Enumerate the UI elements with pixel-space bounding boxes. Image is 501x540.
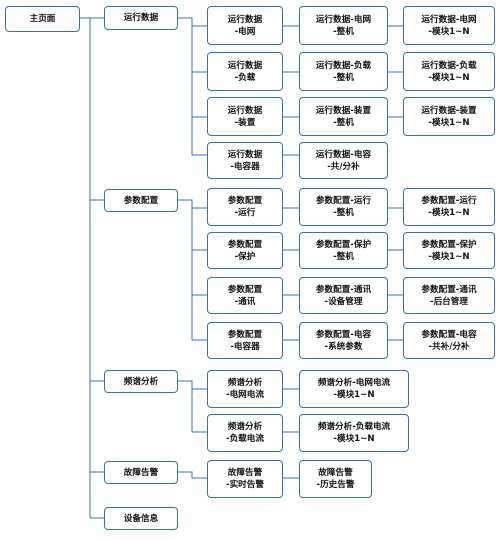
node-alarm-history: 故障告警 -历史告警 — [299, 460, 372, 498]
node-run-device-whole: 运行数据-装置 -整机 — [299, 97, 388, 136]
node-label: 参数配置-电容 -共补/分补 — [421, 329, 477, 352]
node-run-data-capacitor: 运行数据 -电容器 — [207, 142, 283, 179]
node-alarm-realtime: 故障告警 -实时告警 — [207, 460, 283, 498]
node-spectrum-grid-current: 频谱分析 -电网电流 — [207, 370, 283, 408]
node-label: 参数配置 — [123, 195, 159, 206]
node-param-run-module: 参数配置-运行 -模块1~N — [403, 188, 495, 226]
node-fault-alarm: 故障告警 — [104, 461, 178, 484]
node-run-data: 运行数据 — [104, 6, 178, 30]
node-label: 参数配置-运行 -整机 — [315, 196, 372, 218]
node-label: 参数配置-保护 -整机 — [315, 239, 372, 262]
node-param-protect: 参数配置 -保护 — [207, 232, 283, 269]
node-spectrum-load-module: 频谱分析-负载电流 -模块1~N — [299, 414, 409, 452]
node-label: 参数配置 -电容器 — [227, 329, 263, 352]
node-run-grid-whole: 运行数据-电网 -整机 — [299, 6, 388, 45]
node-label: 参数配置 -运行 — [227, 196, 263, 218]
node-run-data-device: 运行数据 -装置 — [207, 97, 283, 136]
node-label: 频谱分析 — [123, 376, 159, 387]
node-label: 运行数据-装置 -整机 — [315, 105, 372, 128]
node-param-capacitor: 参数配置 -电容器 — [207, 322, 283, 359]
node-label: 运行数据-电网 -整机 — [315, 14, 372, 37]
node-param-capacitor-system: 参数配置-电容 -系统参数 — [299, 322, 388, 359]
node-run-grid-module: 运行数据-电网 -模块1~N — [403, 6, 495, 45]
node-label: 参数配置 -保护 — [227, 239, 263, 262]
node-main-page: 主页面 — [5, 6, 80, 32]
node-label: 运行数据 -装置 — [227, 105, 263, 128]
node-label: 运行数据-负载 -整机 — [315, 60, 372, 83]
node-label: 运行数据-装置 -模块1~N — [421, 105, 477, 128]
node-run-load-whole: 运行数据-负载 -整机 — [299, 52, 388, 91]
node-label: 频谱分析 -负载电流 — [226, 422, 264, 444]
node-run-data-load: 运行数据 -负载 — [207, 52, 283, 91]
node-label: 运行数据 -负载 — [227, 60, 263, 83]
node-label: 参数配置-保护 -模块1~N — [421, 239, 477, 262]
node-label: 参数配置 -通讯 — [227, 284, 263, 307]
node-param-comm-device: 参数配置-通讯 -设备管理 — [299, 277, 388, 314]
node-label: 运行数据-电网 -模块1~N — [421, 14, 477, 37]
node-label: 参数配置-通讯 -后台管理 — [421, 284, 477, 307]
node-label: 故障告警 — [123, 467, 159, 478]
node-run-load-module: 运行数据-负载 -模块1~N — [403, 52, 495, 91]
node-param-protect-module: 参数配置-保护 -模块1~N — [403, 232, 495, 269]
node-label: 主页面 — [29, 14, 56, 24]
node-run-capacitor-comp: 运行数据-电容 -共/分补 — [299, 142, 388, 179]
node-param-protect-whole: 参数配置-保护 -整机 — [299, 232, 388, 269]
node-param-comm: 参数配置 -通讯 — [207, 277, 283, 314]
node-label: 设备信息 — [123, 513, 159, 524]
node-label: 参数配置-通讯 -设备管理 — [315, 284, 372, 307]
node-label: 频谱分析 -电网电流 — [226, 378, 264, 400]
node-param-capacitor-comp: 参数配置-电容 -共补/分补 — [403, 322, 495, 359]
node-label: 运行数据 -电容器 — [227, 149, 263, 172]
node-label: 参数配置-电容 -系统参数 — [315, 329, 372, 352]
node-spectrum-analysis: 频谱分析 — [104, 370, 178, 393]
node-param-run-whole: 参数配置-运行 -整机 — [299, 188, 388, 226]
node-param-config: 参数配置 — [104, 189, 178, 212]
node-device-info: 设备信息 — [104, 507, 178, 530]
node-label: 故障告警 -历史告警 — [316, 468, 355, 490]
node-label: 运行数据 — [123, 13, 159, 23]
node-spectrum-grid-module: 频谱分析-电网电流 -模块1~N — [299, 370, 409, 408]
node-label: 运行数据-负载 -模块1~N — [421, 60, 477, 83]
node-param-run: 参数配置 -运行 — [207, 188, 283, 226]
node-param-comm-backend: 参数配置-通讯 -后台管理 — [403, 277, 495, 314]
node-run-data-grid: 运行数据 -电网 — [207, 6, 283, 45]
node-label: 参数配置-运行 -模块1~N — [421, 196, 477, 218]
node-label: 频谱分析-电网电流 -模块1~N — [317, 378, 391, 400]
node-label: 运行数据-电容 -共/分补 — [315, 149, 372, 172]
node-label: 故障告警 -实时告警 — [226, 468, 264, 490]
node-label: 运行数据 -电网 — [227, 14, 263, 37]
node-run-device-module: 运行数据-装置 -模块1~N — [403, 97, 495, 136]
node-label: 频谱分析-负载电流 -模块1~N — [317, 422, 391, 444]
node-spectrum-load-current: 频谱分析 -负载电流 — [207, 414, 283, 452]
